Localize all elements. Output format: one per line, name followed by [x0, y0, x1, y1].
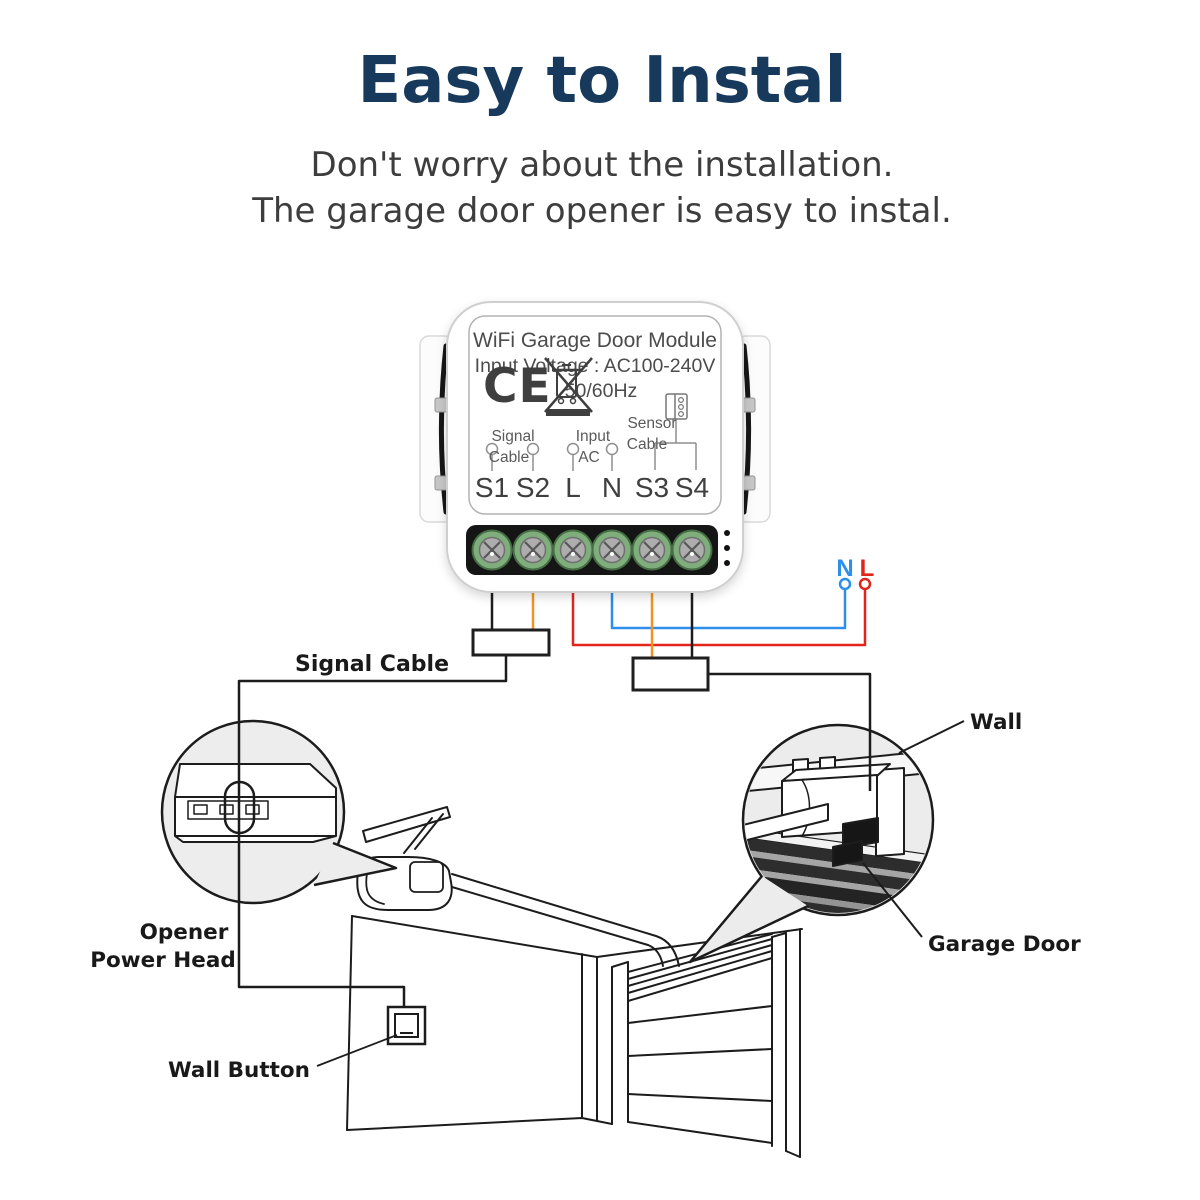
wire-live — [571, 552, 867, 647]
weee-icon — [544, 357, 593, 416]
opener-power-head-label-line1: Opener — [140, 920, 229, 945]
module-frequency: 50/60Hz — [565, 380, 638, 402]
signal-connector-box — [471, 628, 551, 657]
module-voltage: Input Voltage : AC100-240V — [475, 355, 716, 377]
ce-mark: CE — [483, 359, 552, 414]
callout-tail-door — [690, 876, 808, 962]
neutral-terminal-dot — [838, 577, 852, 591]
port-pin-icon — [566, 442, 580, 456]
neutral-label: N — [836, 555, 853, 582]
terminal-label: S4 — [675, 472, 709, 503]
opener-mount — [362, 806, 451, 854]
terminal-label: S2 — [516, 472, 550, 503]
port-pin-icon — [526, 442, 540, 456]
signal-cable-label: Signal Cable — [295, 652, 449, 677]
port-signal-label2: Cable — [489, 449, 530, 466]
wire-signal-cable — [237, 654, 508, 1007]
terminal-label: S1 — [475, 472, 509, 503]
input-ac-port: Input AC — [566, 428, 619, 471]
module-flange-left — [419, 335, 457, 523]
terminal-screw-icon — [671, 529, 713, 571]
terminal-screw-icon — [552, 529, 594, 571]
wall-button-group: Wall Button — [168, 1005, 427, 1083]
sensor-connector-box — [631, 656, 710, 692]
wall-button-label: Wall Button — [168, 1058, 310, 1083]
live-terminal-dot — [858, 577, 872, 591]
terminal-screw-icon — [631, 529, 673, 571]
terminal-label: N — [602, 472, 622, 503]
subtitle-line1: Don't worry about the installation. — [311, 145, 894, 185]
module-title: WiFi Garage Door Module — [473, 329, 717, 352]
module-label-panel — [468, 315, 722, 515]
wall-pointer-line — [898, 720, 965, 754]
terminal-labels: S1 S2 L N S3 S4 — [475, 472, 709, 503]
status-dots — [724, 530, 730, 566]
module-group: WiFi Garage Door Module Input Voltage : … — [419, 301, 771, 593]
door-sensor-bracket — [745, 749, 931, 867]
wall-label-group: Wall — [898, 710, 1022, 754]
port-pin-icon — [605, 442, 619, 456]
callout-garage-door — [688, 723, 935, 964]
garage-wall-fill — [347, 916, 597, 1130]
port-sensor-label1: Sensor — [627, 415, 676, 432]
port-input-label2: AC — [578, 449, 600, 466]
header-group: Easy to Instal Don't worry about the ins… — [251, 44, 952, 231]
wall-label: Wall — [970, 710, 1022, 735]
port-input-label1: Input — [576, 428, 611, 445]
signal-cable-port: Signal Cable — [485, 428, 540, 471]
terminal-screw-icon — [471, 529, 513, 571]
terminal-screw-icon — [591, 529, 633, 571]
terminal-label: S3 — [635, 472, 669, 503]
terminal-screw-icon — [512, 529, 554, 571]
terminal-screws — [471, 529, 713, 571]
page-title: Easy to Instal — [357, 44, 846, 118]
wire-sensor-cable — [708, 672, 872, 791]
live-label: L — [860, 555, 875, 582]
port-pin-icon — [485, 442, 499, 456]
garage-door-label-group: Garage Door — [862, 862, 1081, 957]
terminal-label: L — [565, 472, 581, 503]
garage-illustration — [346, 806, 803, 1158]
garage-door-pointer-line — [862, 862, 923, 938]
opener-power-head-label-line2: Power Head — [90, 948, 236, 973]
port-signal-label1: Signal — [491, 428, 534, 445]
garage-door-label: Garage Door — [928, 932, 1081, 957]
sensor-cable-port: Sensor Cable — [627, 393, 697, 470]
subtitle-line2: The garage door opener is easy to instal… — [251, 191, 952, 231]
callout-tail-opener — [314, 843, 396, 885]
garage-door-drawing — [611, 928, 801, 1158]
wall-button-pointer-line — [316, 1034, 398, 1067]
door-sensor-icon — [842, 817, 879, 849]
garage-wall-lines — [346, 915, 803, 1131]
callout-opener-power-head — [160, 719, 398, 905]
opener-powerhead-drawing — [174, 763, 337, 843]
port-sensor-label2: Cable — [627, 436, 668, 453]
